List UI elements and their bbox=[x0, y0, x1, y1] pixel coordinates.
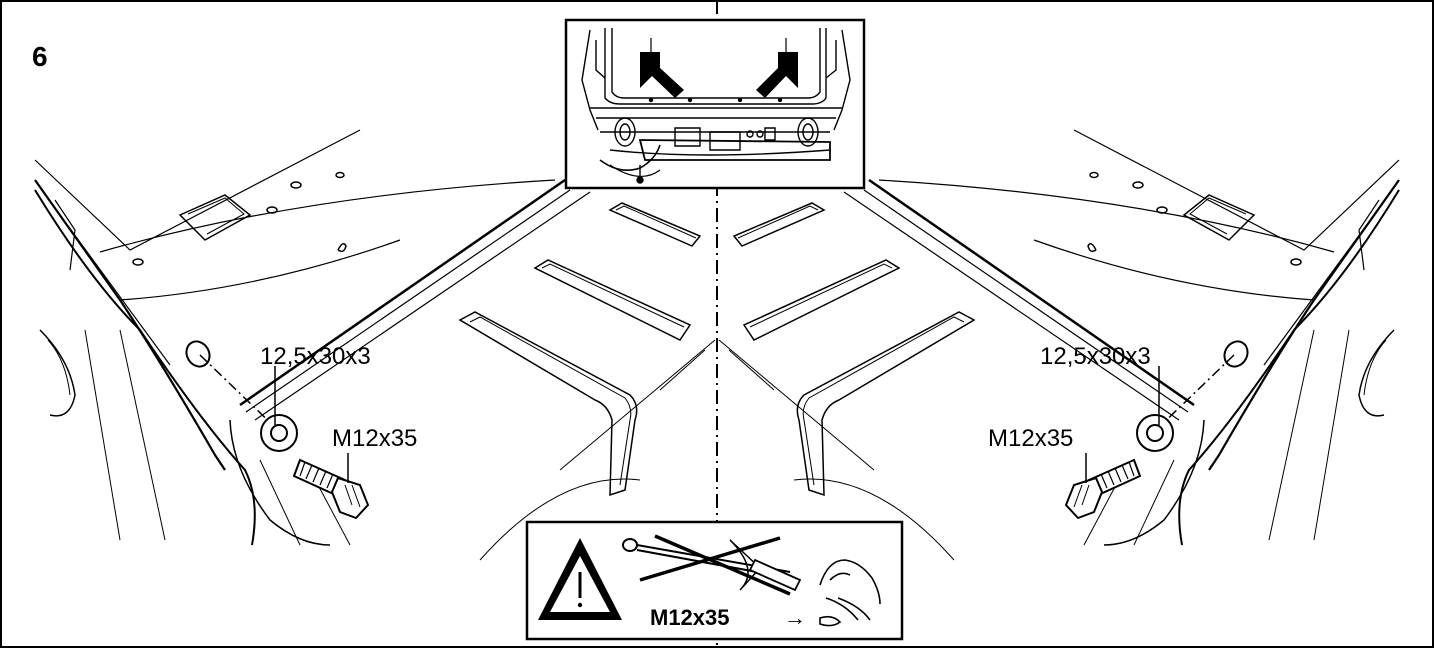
bolt-label-right: M12x35 bbox=[988, 425, 1073, 452]
arrow-down-right-icon bbox=[640, 52, 684, 98]
washer-label-left: 12,5x30x3 bbox=[260, 343, 371, 370]
bolt-left bbox=[292, 458, 370, 520]
hand-tighten-icon bbox=[819, 559, 881, 627]
right-view bbox=[718, 129, 1400, 561]
warning-triangle-icon bbox=[538, 538, 622, 620]
left-view bbox=[34, 129, 716, 561]
step-number: 6 bbox=[32, 41, 48, 72]
bolt-label-left: M12x35 bbox=[332, 425, 417, 452]
rear-view-inset bbox=[564, 18, 866, 190]
bolt-right bbox=[1064, 458, 1142, 520]
warning-bolt-label: M12x35 bbox=[650, 605, 730, 630]
washer-label-right: 12,5x30x3 bbox=[1040, 343, 1151, 370]
arrow-down-left-icon bbox=[756, 52, 798, 98]
warning-box: M12x35 → bbox=[525, 520, 904, 641]
warning-arrow: → bbox=[784, 605, 806, 630]
torque-wrench-crossed-icon bbox=[622, 534, 802, 596]
